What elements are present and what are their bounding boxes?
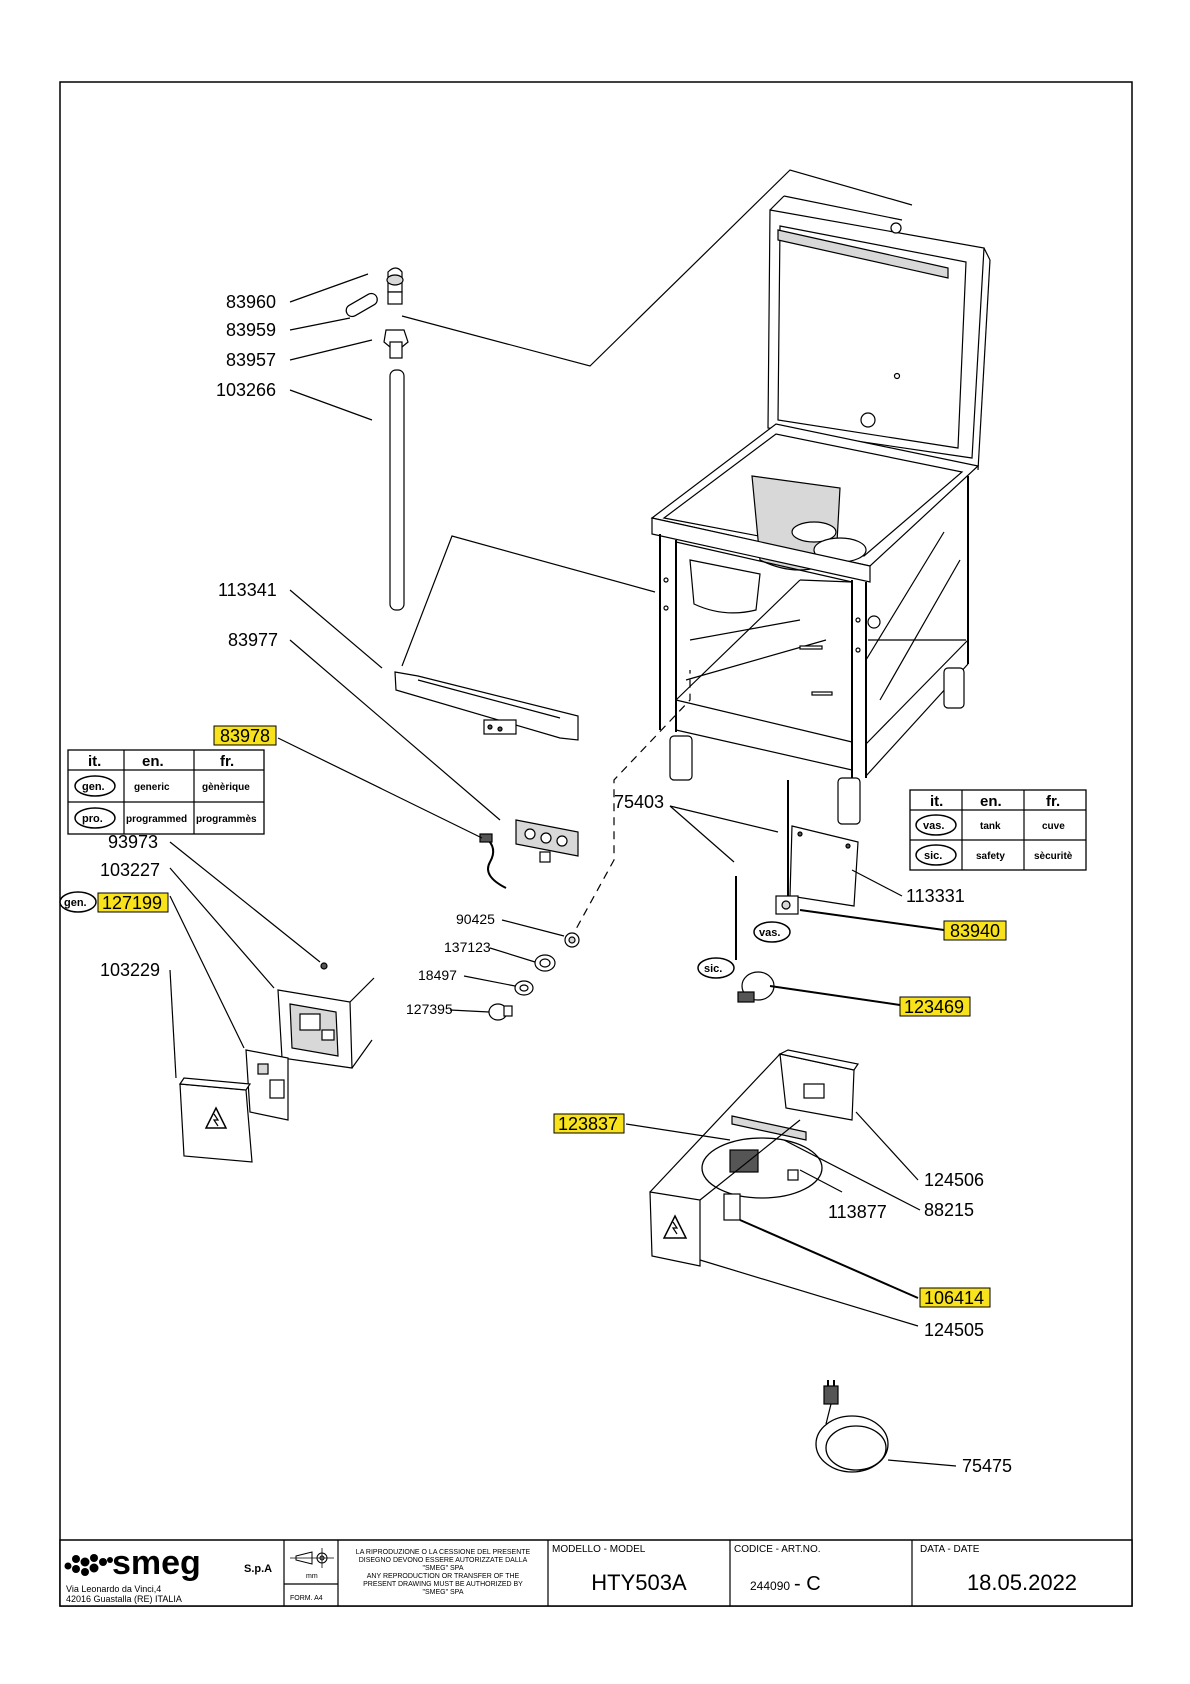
notice-it-2: DISEGNO DEVONO ESSERE AUTORIZZATE DALLA	[359, 1557, 528, 1564]
date-label: DATA - DATE	[920, 1544, 980, 1555]
knob-and-washers	[488, 932, 580, 1021]
label-103227: 103227	[100, 860, 160, 880]
title-block: smeg S.p.A Via Leonardo da Vinci,4 42016…	[59, 1539, 1133, 1607]
legend-right-en-tank: tank	[980, 821, 1001, 832]
brand-suffix: S.p.A	[244, 1563, 272, 1575]
label-113331: 113331	[906, 886, 965, 906]
model-label: MODELLO - MODEL	[552, 1544, 646, 1555]
label-123469: 123469	[904, 997, 964, 1017]
label-83978-highlight	[213, 725, 277, 746]
label-83977: 83977	[228, 630, 278, 650]
notice-it-1: LA RIPRODUZIONE O LA CESSIONE DEL PRESEN…	[356, 1549, 531, 1556]
label-83940: 83940	[950, 921, 1000, 941]
legend-right-header-it: it.	[930, 793, 943, 810]
label-106414-highlight	[919, 1287, 991, 1308]
gen-badge-label: gen.	[64, 897, 87, 909]
model-value: HTY503A	[591, 1570, 687, 1595]
label-103229: 103229	[100, 960, 160, 980]
part-number-labels: 83960 83959 83957 103266 113341 83977 83…	[59, 292, 1012, 1476]
legend-left-fr-programmed: programmès	[196, 814, 257, 825]
dishwasher-cabinet-illustration	[650, 195, 991, 825]
legend-left-fr-generic: gènèrique	[202, 782, 250, 793]
legend-right-header-en: en.	[980, 793, 1002, 810]
legend-right-code-vas: vas.	[923, 820, 944, 832]
label-88215: 88215	[924, 1200, 974, 1220]
brand-name: smeg	[112, 1544, 201, 1582]
sic-badge	[697, 957, 735, 979]
electrical-box-assembly	[649, 1049, 859, 1267]
label-123837-highlight	[553, 1113, 625, 1134]
date-value: 18.05.2022	[967, 1570, 1077, 1595]
legend-right-code-sic: sic.	[924, 850, 942, 862]
label-127199-highlight	[97, 892, 169, 913]
legend-right-fr-cuve: cuve	[1042, 821, 1065, 832]
legend-left-en-generic: generic	[134, 782, 170, 793]
vas-badge-label: vas.	[759, 927, 780, 939]
label-124505: 124505	[924, 1320, 984, 1340]
notice-en-3: "SMEG" SPA	[422, 1589, 463, 1596]
leader-lines	[169, 273, 957, 1467]
label-124506: 124506	[924, 1170, 984, 1190]
legend-left-header-en: en.	[142, 753, 164, 770]
legend-left-code-pro: pro.	[82, 813, 103, 825]
code-label: CODICE - ART.NO.	[734, 1544, 821, 1555]
legend-left-code-gen: gen.	[82, 781, 105, 793]
legend-left-en-programmed: programmed	[126, 814, 187, 825]
power-cord-75475	[815, 1380, 889, 1473]
notice-en-1: ANY REPRODUCTION OR TRANSFER OF THE	[367, 1573, 520, 1580]
label-93973: 93973	[108, 832, 158, 852]
notice-it-3: "SMEG" SPA	[422, 1565, 463, 1572]
legend-left-header-fr: fr.	[220, 753, 234, 770]
smeg-logo: smeg S.p.A	[64, 1544, 272, 1582]
label-123837: 123837	[558, 1114, 618, 1134]
label-127395: 127395	[406, 1001, 453, 1017]
address-line-1: Via Leonardo da Vinci,4	[66, 1584, 161, 1594]
bracket-113341	[394, 671, 579, 741]
label-18497: 18497	[418, 967, 457, 983]
code-value: 244090	[750, 1579, 790, 1593]
vas-badge	[753, 921, 791, 943]
tank-sensor-panel	[735, 780, 859, 1003]
label-123469-highlight	[899, 996, 971, 1017]
label-113341: 113341	[218, 580, 277, 600]
label-103266: 103266	[216, 380, 276, 400]
label-127199: 127199	[102, 893, 162, 913]
gen-badge	[59, 891, 97, 913]
label-83960: 83960	[226, 292, 276, 312]
label-75475: 75475	[962, 1456, 1012, 1476]
unit-label: mm	[306, 1573, 318, 1580]
notice-en-2: PRESENT DRAWING MUST BE AUTHORIZED BY	[363, 1581, 523, 1588]
control-keypad-83977	[515, 819, 579, 863]
label-83957: 83957	[226, 350, 276, 370]
legend-right-header-fr: fr.	[1046, 793, 1060, 810]
label-83978: 83978	[220, 726, 270, 746]
label-83959: 83959	[226, 320, 276, 340]
label-137123: 137123	[444, 939, 491, 955]
form-label: FORM. A4	[290, 1595, 323, 1602]
label-106414: 106414	[924, 1288, 984, 1308]
overflow-pipe-assembly	[345, 267, 409, 611]
projection-symbol-icon	[290, 1548, 334, 1568]
electronic-board-assembly	[178, 962, 375, 1163]
code-suffix: - C	[794, 1573, 821, 1595]
label-83940-highlight	[943, 920, 1007, 941]
label-113877: 113877	[828, 1202, 887, 1222]
legend-tank-safety: it. en. fr. vas. tank cuve sic. safety s…	[909, 789, 1087, 871]
label-90425: 90425	[456, 911, 495, 927]
label-75403: 75403	[614, 792, 664, 812]
legend-left-header-it: it.	[88, 753, 101, 770]
address-line-2: 42016 Guastalla (RE) ITALIA	[66, 1594, 182, 1604]
legend-right-fr-securite: sècuritè	[1034, 851, 1073, 862]
legend-generic-programmed: it. en. fr. gen. generic gènèrique pro. …	[67, 749, 265, 835]
sic-badge-label: sic.	[704, 963, 722, 975]
legend-right-en-safety: safety	[976, 851, 1005, 862]
